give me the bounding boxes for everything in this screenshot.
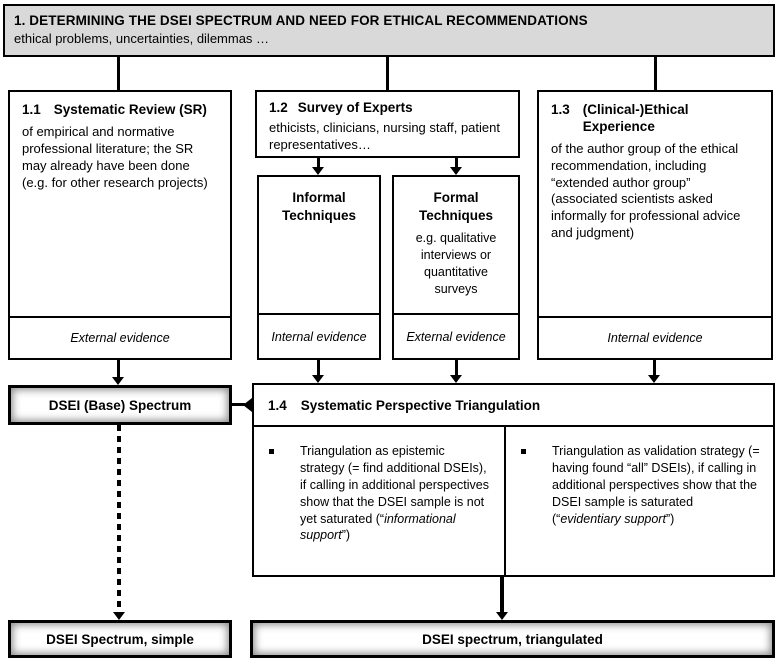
box-1-2-body: ethicists, clinicians, nursing staff, pa… (269, 119, 500, 152)
box-formal-techniques: Formal Techniques e.g. qualitative inter… (392, 175, 520, 360)
bullet-validation-italic: evidentiary support (560, 511, 666, 526)
box-1-3-number: 1.3 (551, 102, 570, 117)
connector-header-to-1-2 (386, 57, 389, 90)
formal-title: Formal Techniques (418, 190, 493, 223)
box-informal-techniques: Informal Techniques Internal evidence (257, 175, 381, 360)
box-1-1-title-row: 1.1 Systematic Review (SR) (10, 92, 230, 124)
bullet-square-icon (269, 449, 274, 454)
box-1-4-title: Systematic Perspective Triangulation (300, 397, 541, 413)
arrow-left-at-1-4-edge-icon (243, 398, 252, 412)
arrow-down-into-informal-icon (312, 167, 324, 175)
box-1-3-clinical-ethical-experience: 1.3 (Clinical-)Ethical Experience of the… (537, 90, 773, 360)
box-1-2-title-row: 1.2 Survey of Experts (257, 92, 518, 120)
bullet-epistemic-italic: informational support (300, 511, 456, 543)
connector-formal-to-1-4 (455, 360, 458, 376)
bullet-validation-text: Triangulation as validation strategy (= … (552, 444, 760, 526)
box-1-1-title: Systematic Review (SR) (53, 102, 207, 117)
connector-1-3-to-1-4 (653, 360, 656, 376)
box-1-2-survey-of-experts: 1.2 Survey of Experts ethicists, clinici… (255, 90, 520, 158)
connector-1-2-to-informal (317, 158, 320, 168)
bullet-item-validation: Triangulation as validation strategy (= … (504, 427, 773, 575)
box-1-4-number: 1.4 (268, 397, 287, 413)
connector-informal-to-1-4 (317, 360, 320, 376)
bullet-square-icon (521, 449, 526, 454)
box-1-2-number: 1.2 (269, 100, 288, 115)
box-1-2-title: Survey of Experts (297, 100, 413, 115)
dsei-spectrum-triangulated-label: DSEI spectrum, triangulated (422, 631, 603, 647)
box-1-1-number: 1.1 (22, 102, 41, 117)
connector-base-spectrum-to-1-4 (232, 403, 245, 406)
informal-title: Informal Techniques (281, 190, 356, 223)
box-1-4-title-row: 1.4 Systematic Perspective Triangulation (254, 385, 773, 427)
box-1-4-columns: Triangulation as epistemic strategy (= f… (254, 427, 773, 575)
connector-header-to-1-3 (654, 57, 657, 90)
arrow-down-formal-into-1-4-icon (450, 375, 462, 383)
arrow-down-into-triangulated-icon (496, 612, 508, 620)
box-1-1-body: of empirical and normative professional … (22, 123, 208, 190)
page-subtitle: ethical problems, uncertainties, dilemma… (14, 31, 270, 46)
box-1-3-body: of the author group of the ethical recom… (551, 140, 741, 241)
connector-header-to-1-1 (117, 57, 120, 90)
bullet-epistemic-suffix: ”) (341, 528, 351, 543)
evidence-label-external-1-1: External evidence (10, 316, 230, 358)
bullet-validation-suffix: ”) (665, 511, 675, 526)
dsei-base-spectrum-label: DSEI (Base) Spectrum (48, 397, 192, 413)
node-dsei-spectrum-triangulated: DSEI spectrum, triangulated (250, 620, 775, 658)
arrow-down-1-3-into-1-4-icon (648, 375, 660, 383)
arrow-down-into-formal-icon (450, 167, 462, 175)
box-1-3-title-row: 1.3 (Clinical-)Ethical Experience (539, 92, 771, 141)
arrow-down-informal-into-1-4-icon (312, 375, 324, 383)
page-title: 1. DETERMINING THE DSEI SPECTRUM AND NEE… (14, 13, 588, 28)
box-1-4-systematic-perspective-triangulation: 1.4 Systematic Perspective Triangulation… (252, 383, 775, 577)
step1-header-box: 1. DETERMINING THE DSEI SPECTRUM AND NEE… (3, 4, 775, 57)
bullet-epistemic-text: Triangulation as epistemic strategy (= f… (300, 444, 489, 526)
formal-body: e.g. qualitative interviews or quantitat… (415, 231, 497, 296)
connector-dashed-base-to-simple (117, 425, 121, 612)
connector-1-2-to-formal (455, 158, 458, 168)
arrow-down-into-simple-icon (113, 612, 125, 620)
node-dsei-base-spectrum: DSEI (Base) Spectrum (8, 385, 232, 425)
box-1-1-systematic-review: 1.1 Systematic Review (SR) of empirical … (8, 90, 232, 360)
connector-1-4-to-triangulated (500, 577, 504, 613)
dsei-spectrum-simple-label: DSEI Spectrum, simple (46, 631, 194, 647)
node-dsei-spectrum-simple: DSEI Spectrum, simple (8, 620, 232, 658)
connector-1-1-to-base-spectrum (117, 360, 120, 378)
arrow-down-into-base-spectrum-icon (112, 377, 124, 385)
bullet-item-epistemic: Triangulation as epistemic strategy (= f… (254, 427, 504, 575)
evidence-label-internal-1-3: Internal evidence (539, 316, 771, 358)
box-1-3-title: (Clinical-)Ethical Experience (582, 102, 689, 134)
evidence-label-external-formal: External evidence (394, 313, 518, 358)
evidence-label-internal-informal: Internal evidence (259, 313, 379, 358)
